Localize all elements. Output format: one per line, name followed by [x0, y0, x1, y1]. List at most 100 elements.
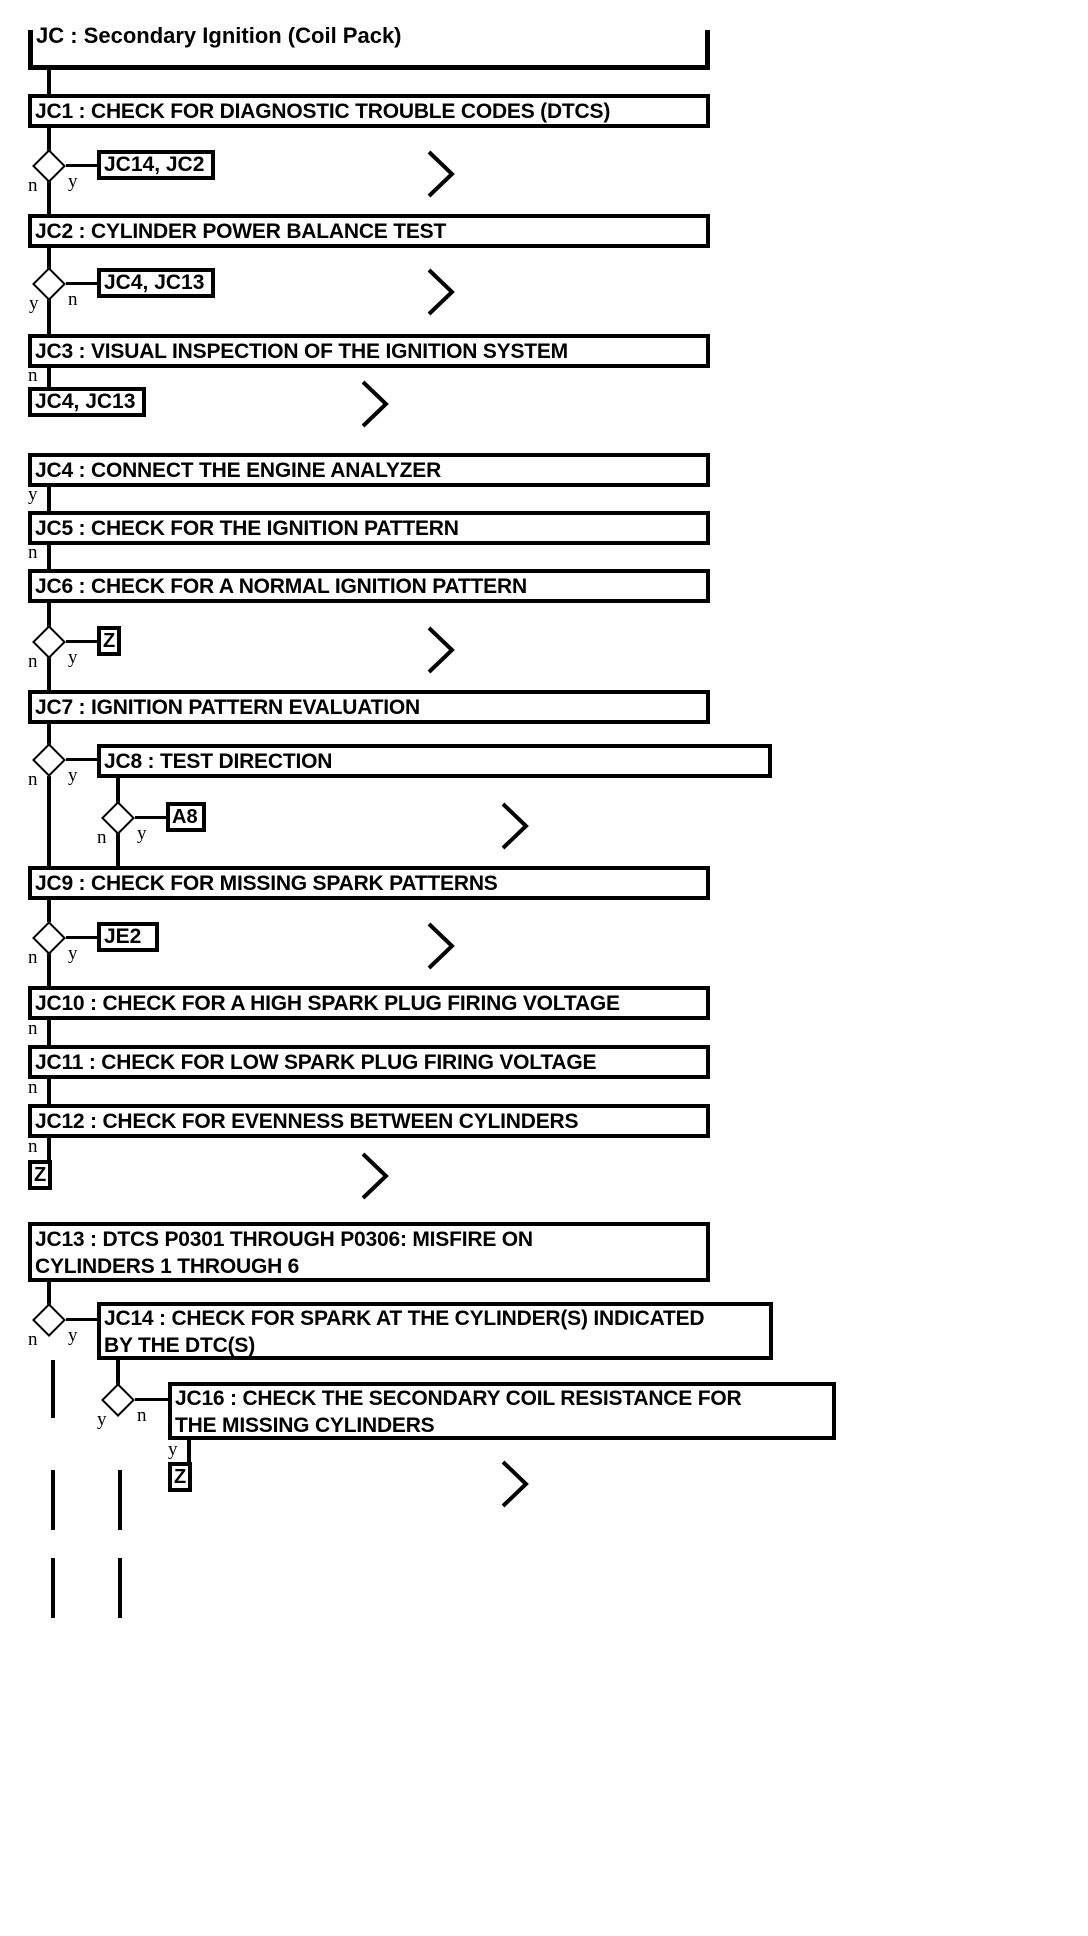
- connector-d2-jc3: [47, 298, 51, 336]
- process-jc1-label: JC1 : CHECK FOR DIAGNOSTIC TROUBLE CODES…: [35, 99, 611, 123]
- ref-z-jc6: Z: [97, 626, 121, 656]
- connector-d4-jc9: [47, 776, 51, 868]
- connector-jc16-z: [187, 1438, 191, 1464]
- branch-label-jc6-n: n: [28, 651, 38, 672]
- branch-line-jc9-yes: [66, 936, 99, 939]
- connector-jc10-jc11: [47, 1018, 51, 1046]
- offpage-chevron-icon-6: [424, 920, 458, 972]
- branch-line-jc13-yes: [66, 1318, 99, 1321]
- branch-label-jc2-n: n: [68, 289, 78, 310]
- branch-label-jc1-y: y: [68, 171, 78, 192]
- branch-label-jc7-n: n: [28, 769, 38, 790]
- ref-z-jc6-label: Z: [103, 630, 116, 652]
- ref-jc4-jc13-b: JC4, JC13: [28, 387, 146, 417]
- ref-jc4-jc13-b-label: JC4, JC13: [35, 390, 136, 413]
- process-jc8: JC8 : TEST DIRECTION: [97, 744, 772, 778]
- connector-jc12-ref: [47, 1136, 51, 1162]
- ref-je2-label: JE2: [104, 925, 142, 948]
- ref-z-jc16-label: Z: [174, 1466, 187, 1488]
- process-jc10: JC10 : CHECK FOR A HIGH SPARK PLUG FIRIN…: [28, 986, 710, 1020]
- process-jc14-label: JC14 : CHECK FOR SPARK AT THE CYLINDER(S…: [104, 1306, 705, 1357]
- process-jc3-label: JC3 : VISUAL INSPECTION OF THE IGNITION …: [35, 339, 568, 363]
- process-jc5: JC5 : CHECK FOR THE IGNITION PATTERN: [28, 511, 710, 545]
- branch-line-jc7-yes: [66, 758, 99, 761]
- process-jc9: JC9 : CHECK FOR MISSING SPARK PATTERNS: [28, 866, 710, 900]
- offpage-chevron-icon-1: [424, 148, 458, 200]
- offpage-chevron-icon-2: [424, 266, 458, 318]
- process-jc11-label: JC11 : CHECK FOR LOW SPARK PLUG FIRING V…: [35, 1050, 597, 1074]
- process-jc1: JC1 : CHECK FOR DIAGNOSTIC TROUBLE CODES…: [28, 94, 710, 128]
- connector-jc9-d6: [47, 898, 51, 922]
- branch-label-jc9-n: n: [28, 947, 38, 968]
- process-jc4: JC4 : CONNECT THE ENGINE ANALYZER: [28, 453, 710, 487]
- process-jc13: JC13 : DTCS P0301 THROUGH P0306: MISFIRE…: [28, 1222, 710, 1282]
- ref-z-jc12: Z: [28, 1160, 52, 1190]
- continuation-stub-jc13-1: [51, 1360, 55, 1418]
- branch-label-jc2-y: y: [29, 293, 39, 314]
- branch-label-jc16-y: y: [168, 1439, 178, 1460]
- process-jc12: JC12 : CHECK FOR EVENNESS BETWEEN CYLIND…: [28, 1104, 710, 1138]
- branch-label-jc4-y: y: [28, 484, 38, 505]
- connector-d3-jc7: [47, 656, 51, 692]
- branch-label-jc10-n: n: [28, 1018, 38, 1039]
- connector-jc7-d4: [47, 722, 51, 748]
- branch-label-jc11-n: n: [28, 1077, 38, 1098]
- ref-z-jc12-label: Z: [34, 1164, 47, 1186]
- offpage-chevron-icon-4: [424, 624, 458, 676]
- process-jc13-label: JC13 : DTCS P0301 THROUGH P0306: MISFIRE…: [35, 1227, 533, 1278]
- process-jc7-label: JC7 : IGNITION PATTERN EVALUATION: [35, 695, 421, 719]
- connector-jc8-d5: [116, 776, 120, 804]
- branch-label-jc1-n: n: [28, 175, 38, 196]
- process-jc2-label: JC2 : CYLINDER POWER BALANCE TEST: [35, 219, 447, 243]
- offpage-chevron-icon-3: [358, 378, 392, 430]
- ref-jc14-jc2-label: JC14, JC2: [104, 153, 205, 176]
- connector-jc6-d3: [47, 601, 51, 628]
- ref-a8: A8: [166, 802, 206, 832]
- branch-label-jc13-y: y: [68, 1325, 78, 1346]
- ref-a8-label: A8: [172, 806, 198, 828]
- process-jc16: JC16 : CHECK THE SECONDARY COIL RESISTAN…: [168, 1382, 836, 1440]
- continuation-stub-jc14-1: [118, 1470, 122, 1530]
- branch-label-jc13-n: n: [28, 1329, 38, 1350]
- connector-jc2-d2: [47, 246, 51, 272]
- process-jc10-label: JC10 : CHECK FOR A HIGH SPARK PLUG FIRIN…: [35, 991, 620, 1015]
- connector-jc1-d1: [47, 126, 51, 152]
- connector-d1-jc2: [47, 180, 51, 216]
- connector-d6-jc10: [47, 952, 51, 988]
- connector-jc11-jc12: [47, 1077, 51, 1105]
- process-jc6: JC6 : CHECK FOR A NORMAL IGNITION PATTER…: [28, 569, 710, 603]
- branch-line-jc1-yes: [66, 164, 99, 167]
- branch-line-jc6-yes: [66, 640, 99, 643]
- connector-jc4-jc5: [47, 485, 51, 512]
- process-jc16-label: JC16 : CHECK THE SECONDARY COIL RESISTAN…: [175, 1386, 742, 1437]
- process-jc2: JC2 : CYLINDER POWER BALANCE TEST: [28, 214, 710, 248]
- branch-line-jc8-yes: [135, 816, 168, 819]
- process-jc4-label: JC4 : CONNECT THE ENGINE ANALYZER: [35, 458, 442, 482]
- ref-je2: JE2: [97, 922, 159, 952]
- branch-line-jc2-no: [66, 282, 99, 285]
- branch-label-jc3-n: n: [28, 365, 38, 386]
- continuation-stub-jc14-2: [118, 1558, 122, 1618]
- connector-jc3-ref: [47, 366, 51, 390]
- branch-label-jc9-y: y: [68, 943, 78, 964]
- continuation-stub-jc13-3: [51, 1558, 55, 1618]
- connector-jc13-d7: [47, 1280, 51, 1306]
- connector-title-jc1: [47, 68, 51, 96]
- process-jc11: JC11 : CHECK FOR LOW SPARK PLUG FIRING V…: [28, 1045, 710, 1079]
- branch-label-jc7-y: y: [68, 765, 78, 786]
- branch-label-jc5-n: n: [28, 542, 38, 563]
- process-jc5-label: JC5 : CHECK FOR THE IGNITION PATTERN: [35, 516, 459, 540]
- process-jc3: JC3 : VISUAL INSPECTION OF THE IGNITION …: [28, 334, 710, 368]
- branch-label-jc12-n: n: [28, 1136, 38, 1157]
- branch-label-jc14-n: n: [137, 1405, 147, 1426]
- offpage-chevron-icon-5: [498, 800, 532, 852]
- branch-label-jc8-y: y: [137, 823, 147, 844]
- connector-jc5-jc6: [47, 543, 51, 570]
- process-jc14: JC14 : CHECK FOR SPARK AT THE CYLINDER(S…: [97, 1302, 773, 1360]
- branch-label-jc14-y: y: [97, 1409, 107, 1430]
- branch-label-jc8-n: n: [97, 827, 107, 848]
- branch-label-jc6-y: y: [68, 647, 78, 668]
- ref-jc4-jc13-a: JC4, JC13: [97, 268, 215, 298]
- process-jc6-label: JC6 : CHECK FOR A NORMAL IGNITION PATTER…: [35, 574, 527, 598]
